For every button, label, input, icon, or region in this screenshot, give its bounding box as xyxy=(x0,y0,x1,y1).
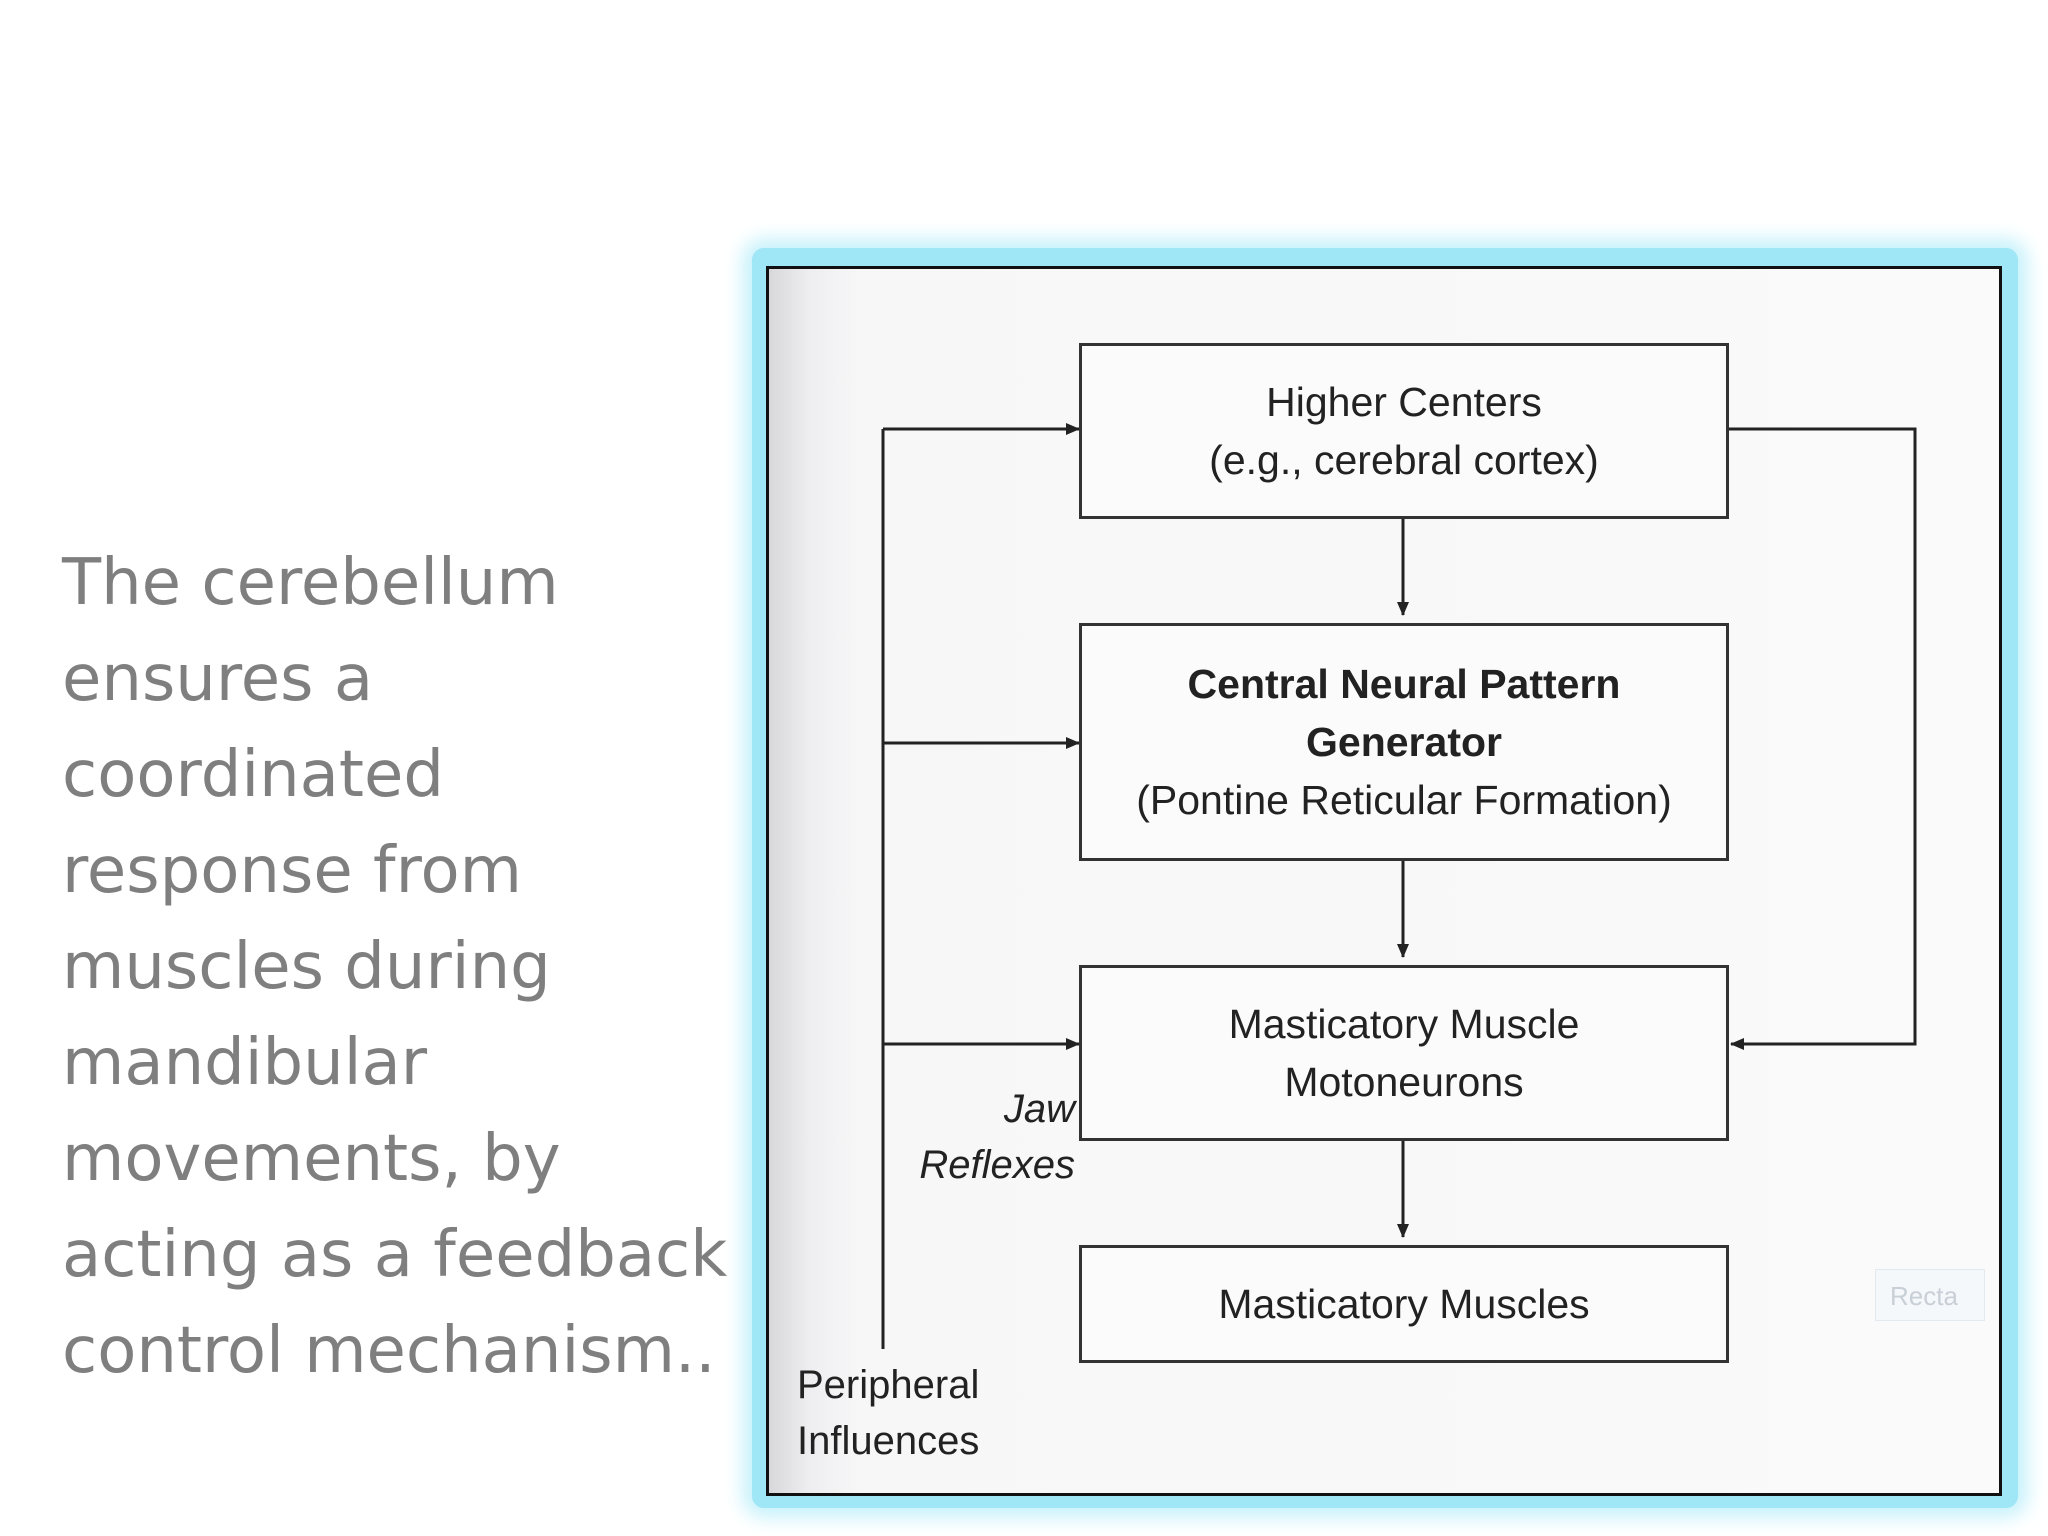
label-peripheral-line2: Influences xyxy=(797,1419,980,1463)
diagram-connectors xyxy=(881,423,1917,1349)
node-motoneurons: Masticatory Muscle Motoneurons xyxy=(1079,965,1729,1141)
slide-text-line: control mechanism.. xyxy=(62,1314,716,1388)
node-higher-centers: Higher Centers (e.g., cerebral cortex) xyxy=(1079,343,1729,519)
label-peripheral-line1: Peripheral xyxy=(797,1363,980,1407)
ghost-shape-tag: Recta xyxy=(1875,1269,1985,1321)
node-central-pattern-generator: Central Neural Pattern Generator (Pontin… xyxy=(1079,623,1729,861)
node-muscles-label: Masticatory Muscles xyxy=(1218,1281,1590,1327)
slide-text-line: coordinated xyxy=(62,738,444,812)
ghost-tag-text: Recta xyxy=(1890,1281,1958,1311)
node-higher-centers-subtitle: (e.g., cerebral cortex) xyxy=(1209,437,1599,483)
node-cpg-subtitle: (Pontine Reticular Formation) xyxy=(1136,777,1672,823)
slide-text-line: ensures a xyxy=(62,642,374,716)
node-cpg-title-line2: Generator xyxy=(1306,719,1502,765)
slide-text-line: The cerebellum xyxy=(62,546,559,620)
slide-text-line: movements, by xyxy=(62,1122,561,1196)
mastication-control-diagram: Higher Centers (e.g., cerebral cortex) C… xyxy=(766,266,2002,1496)
node-masticatory-muscles: Masticatory Muscles xyxy=(1079,1245,1729,1363)
edge-higher-to-motoneurons xyxy=(1729,427,1917,1050)
slide-text-line: mandibular xyxy=(62,1026,428,1100)
label-jaw-reflexes-line1: Jaw xyxy=(1003,1087,1075,1131)
label-jaw-reflexes: Jaw Reflexes xyxy=(895,1081,1075,1193)
label-jaw-reflexes-line2: Reflexes xyxy=(919,1143,1075,1187)
slide-body-text: The cerebellum ensures a coordinated res… xyxy=(62,535,742,1399)
node-higher-centers-title: Higher Centers xyxy=(1266,379,1542,425)
slide-text-line: muscles during xyxy=(62,930,551,1004)
node-motoneurons-line2: Motoneurons xyxy=(1284,1059,1524,1105)
node-motoneurons-line1: Masticatory Muscle xyxy=(1228,1001,1580,1047)
slide-text-line: acting as a feedback xyxy=(62,1218,728,1292)
label-peripheral-influences: Peripheral Influences xyxy=(797,1357,979,1469)
node-cpg-title-line1: Central Neural Pattern xyxy=(1187,661,1621,707)
slide-text-line: response from xyxy=(62,834,522,908)
